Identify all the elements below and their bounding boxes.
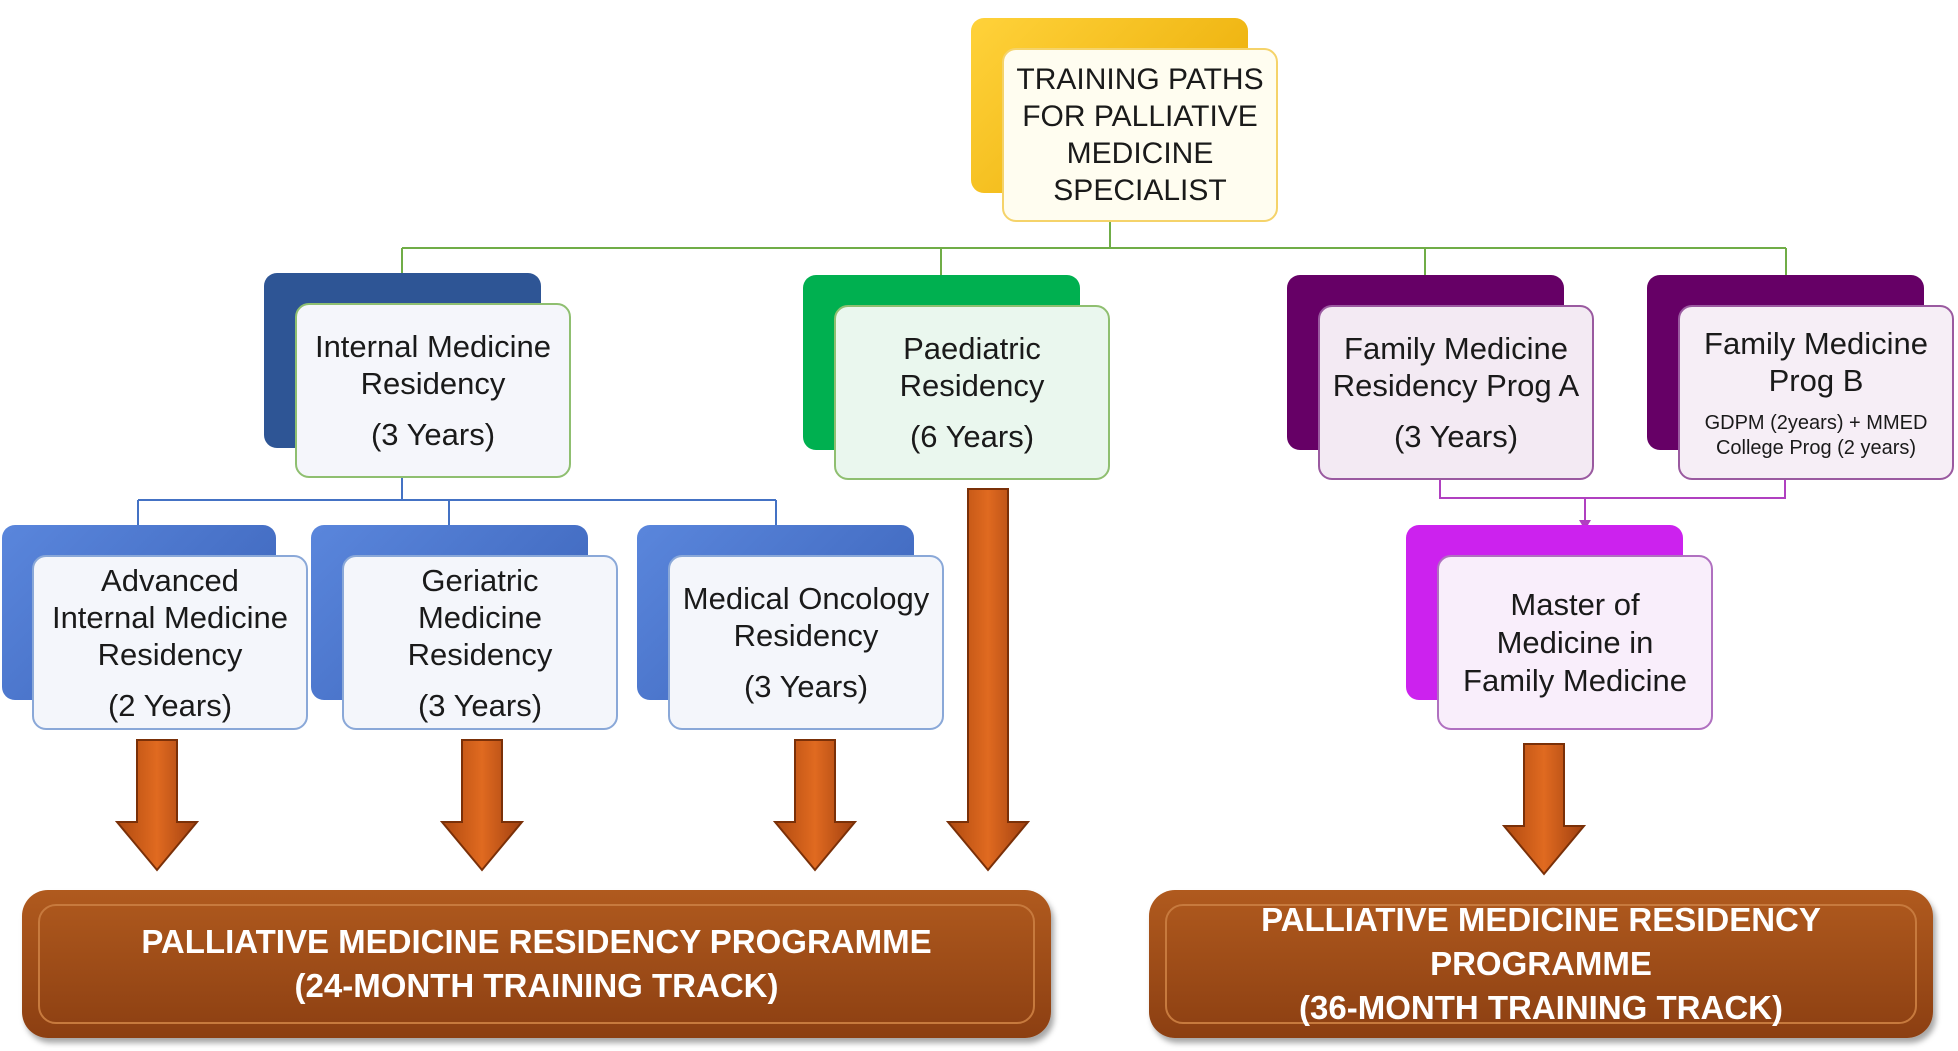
subpath-duration: (3 Years) bbox=[417, 687, 543, 723]
down-arrow bbox=[440, 739, 524, 872]
subpath-title: Advanced Internal Medicine Residency bbox=[51, 562, 289, 672]
subpath-title: Medical Oncology Residency bbox=[682, 581, 930, 653]
subpath-duration: (2 Years) bbox=[107, 687, 233, 723]
path-duration: (3 Years) bbox=[1393, 419, 1519, 454]
path-title: Family Medicine Prog B bbox=[1704, 325, 1928, 398]
family-master-title: Master of Medicine in Family Medicine bbox=[1463, 586, 1687, 698]
outcome-line2: (36-MONTH TRAINING TRACK) bbox=[1299, 989, 1783, 1026]
path-duration: (3 Years) bbox=[370, 417, 496, 452]
outcome-line1: PALLIATIVE MEDICINE RESIDENCY PROGRAMME bbox=[1261, 901, 1821, 982]
subpath-duration: (3 Years) bbox=[743, 669, 869, 704]
path-title: Paediatric Residency bbox=[899, 331, 1045, 403]
down-arrow bbox=[115, 739, 199, 872]
path-title: Family Medicine Residency Prog A bbox=[1332, 331, 1580, 403]
outcome-line2: (24-MONTH TRAINING TRACK) bbox=[294, 967, 779, 1004]
path-note: GDPM (2years) + MMED College Prog (2 yea… bbox=[1704, 411, 1928, 459]
down-arrow-long bbox=[946, 488, 1030, 872]
outcome-36-month: PALLIATIVE MEDICINE RESIDENCY PROGRAMME … bbox=[1149, 890, 1933, 1038]
outcome-24-month: PALLIATIVE MEDICINE RESIDENCY PROGRAMME … bbox=[22, 890, 1051, 1038]
path-duration: (6 Years) bbox=[909, 419, 1035, 454]
down-arrow bbox=[773, 739, 857, 872]
subpath-title: Geriatric Medicine Residency bbox=[407, 562, 553, 672]
path-title: Internal Medicine Residency bbox=[314, 329, 552, 401]
root-title: TRAINING PATHS FOR PALLIATIVE MEDICINE S… bbox=[1016, 63, 1264, 207]
down-arrow bbox=[1502, 743, 1586, 876]
outcome-line1: PALLIATIVE MEDICINE RESIDENCY PROGRAMME bbox=[141, 923, 932, 960]
